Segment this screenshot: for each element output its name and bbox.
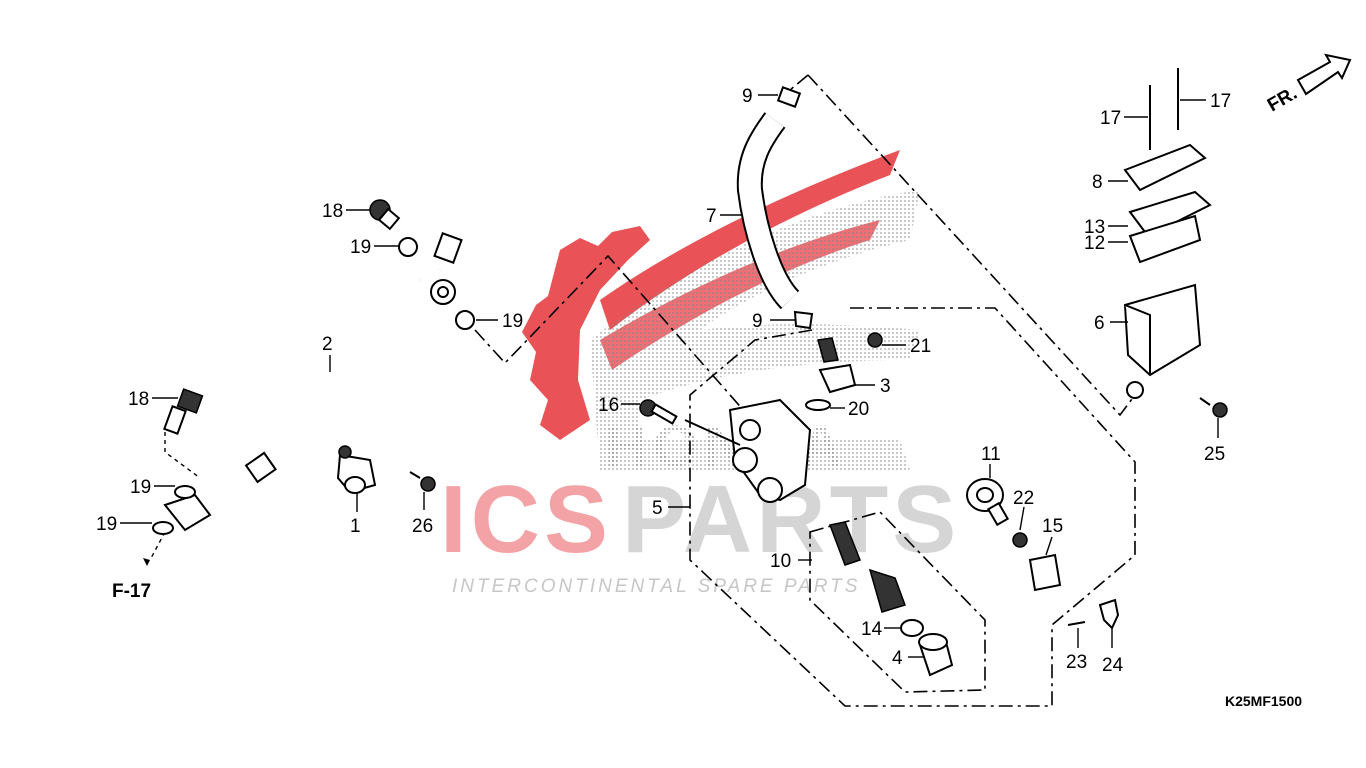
sealing-washer xyxy=(174,485,196,499)
callout-label: 21 xyxy=(910,336,931,357)
callout-label: 26 xyxy=(412,516,433,537)
reservoir-hose xyxy=(736,86,814,330)
callout-label: 15 xyxy=(1042,516,1063,537)
o-ring xyxy=(805,399,831,411)
front-marker-text: FR. xyxy=(1264,83,1301,116)
page-reference-text: F-17 xyxy=(112,581,151,602)
callout-label: 11 xyxy=(981,444,1001,465)
hose-clamp xyxy=(336,445,377,494)
callout-label: 7 xyxy=(706,206,717,227)
ics-brand-text: ICS xyxy=(440,466,612,573)
arrow-f17-leader xyxy=(149,531,166,561)
clutch-hose xyxy=(163,181,480,532)
tagline-text: INTERCONTINENTAL SPARE PARTS xyxy=(452,576,860,597)
reservoir-assembly xyxy=(1123,68,1228,418)
callout-label: 13 xyxy=(1084,217,1105,238)
callout-label: 22 xyxy=(1013,488,1034,509)
sealing-washer xyxy=(152,521,174,535)
callout-label: 17 xyxy=(1210,91,1231,112)
wing-stroke-red-1 xyxy=(600,150,900,330)
sealing-washer xyxy=(455,310,475,330)
banjo-bolt-top xyxy=(369,199,401,231)
hose-outline xyxy=(474,254,746,413)
callout-label: 14 xyxy=(861,619,883,640)
callout-label: 20 xyxy=(848,399,869,420)
sealing-washer xyxy=(398,237,418,257)
clamp-screw xyxy=(409,471,436,492)
callout-label: 12 xyxy=(1084,233,1105,254)
piston-set xyxy=(828,521,954,677)
master-cylinder-body xyxy=(684,337,857,503)
bolt-18-leader xyxy=(164,432,201,479)
callout-label: 19 xyxy=(350,237,371,258)
main-body-outline xyxy=(789,74,809,91)
callout-label: 23 xyxy=(1066,652,1087,673)
diagram-code: K25MF1500 xyxy=(1225,693,1302,709)
callout-label: 1 xyxy=(350,516,361,537)
callout-label: 25 xyxy=(1204,444,1225,465)
callout-label: 19 xyxy=(130,477,151,498)
callout-label: 10 xyxy=(770,551,791,572)
banjo-bolt-left xyxy=(163,388,204,435)
callout-label: 9 xyxy=(742,86,753,107)
callout-labels: 1 2 3 4 5 6 7 8 9 9 10 11 12 xyxy=(96,86,1231,676)
callout-label: 5 xyxy=(652,498,663,519)
callout-label: 19 xyxy=(502,311,523,332)
callout-label: 9 xyxy=(752,311,763,332)
callout-label: 2 xyxy=(322,334,333,355)
wing-dotted xyxy=(590,190,920,470)
callout-label: 24 xyxy=(1102,655,1124,676)
callout-label: 8 xyxy=(1092,172,1103,193)
bleeder-screw xyxy=(867,332,883,348)
body-group-outline xyxy=(689,307,1136,707)
gear-watermark xyxy=(522,226,650,440)
lever-hardware xyxy=(966,478,1120,630)
callout-label: 18 xyxy=(322,201,343,222)
callout-label: 19 xyxy=(96,514,117,535)
callout-label: 4 xyxy=(892,648,903,669)
front-direction-arrow: FR. xyxy=(1264,53,1352,116)
assembly-outlines xyxy=(149,74,1136,707)
mounting-screw xyxy=(639,399,678,425)
piston-kit-outline xyxy=(809,511,986,693)
callout-label: 6 xyxy=(1094,313,1105,334)
master-cylinder-outline xyxy=(807,74,1136,417)
honda-wing-logo: HONDA xyxy=(522,150,920,479)
callout-label: 17 xyxy=(1100,108,1121,129)
watermark: HONDA ICS PARTS INTERCONTINENTAL SPARE P… xyxy=(440,150,956,597)
callout-label: 18 xyxy=(128,389,149,410)
page-ref-arrow: F-17 xyxy=(112,558,151,602)
callout-label: 16 xyxy=(598,395,619,416)
callout-label: 3 xyxy=(880,376,891,397)
